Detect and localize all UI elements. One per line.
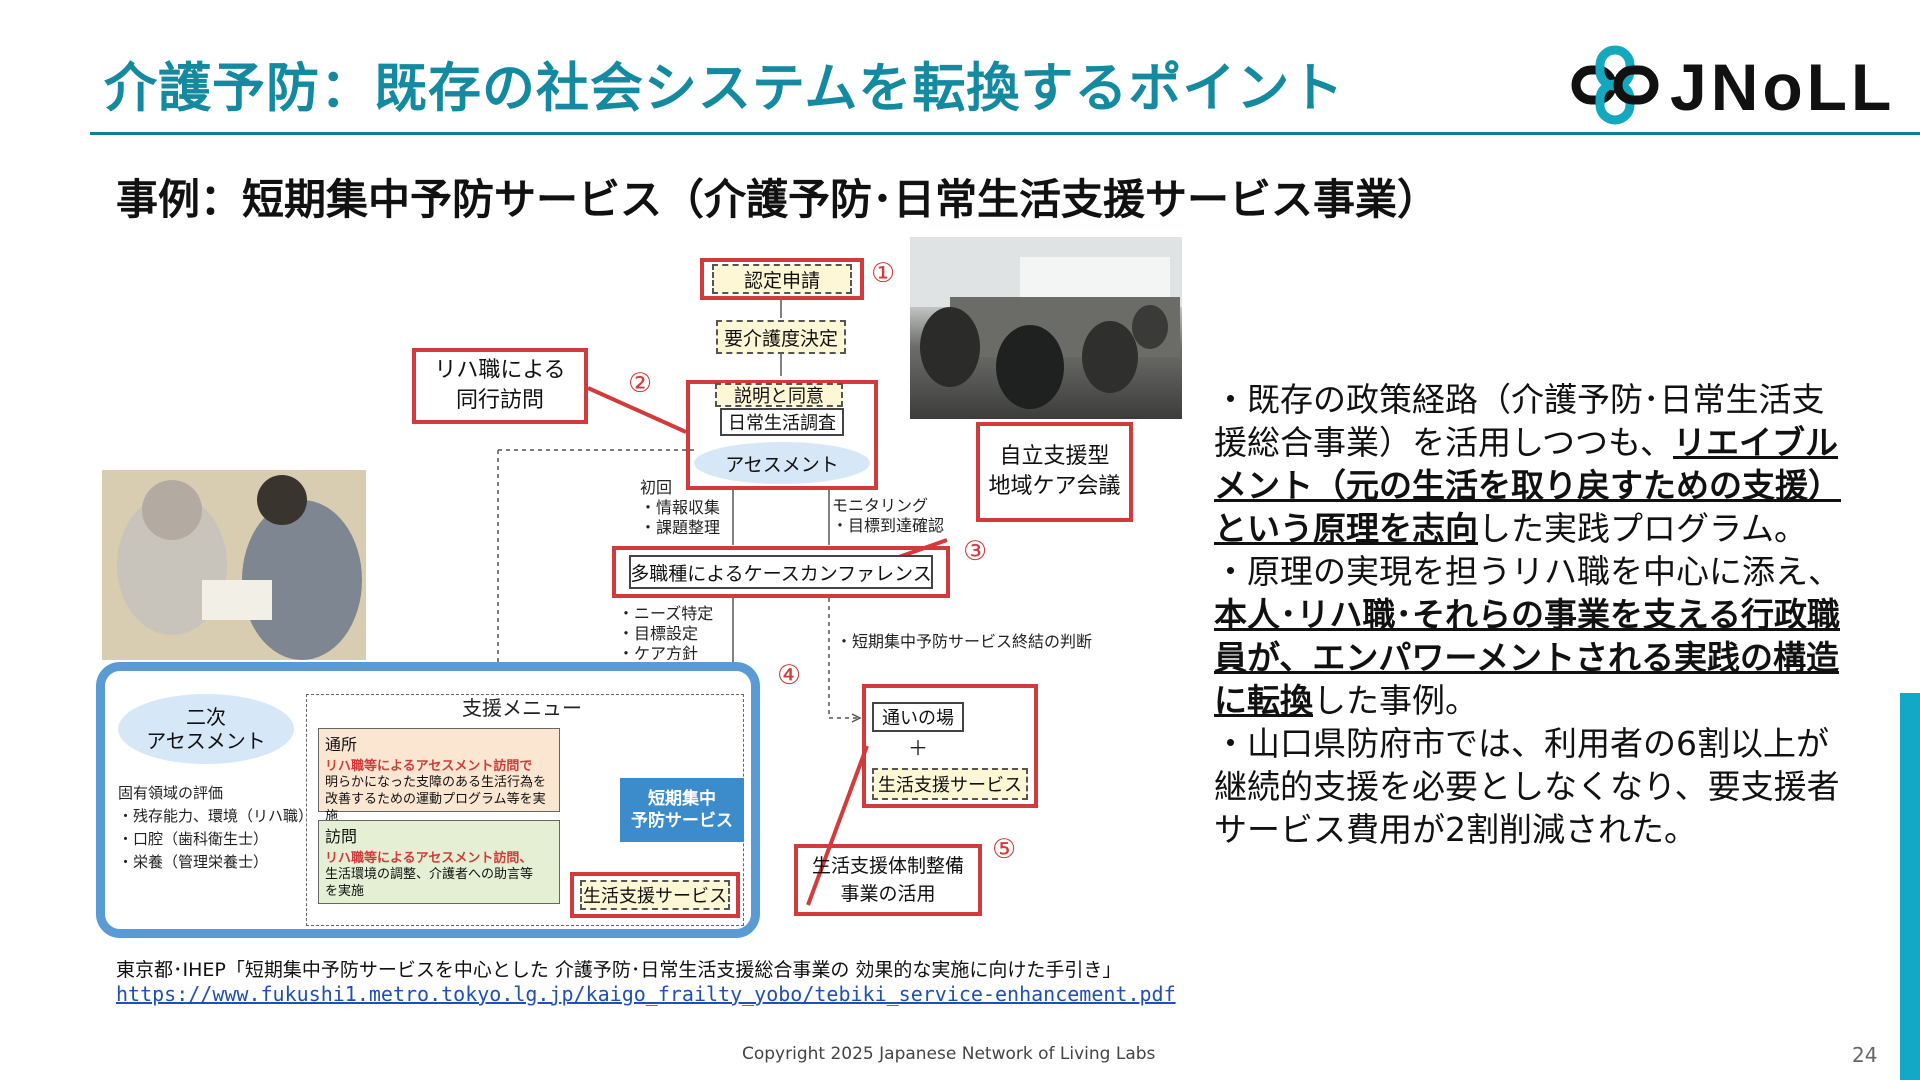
assessment-group (686, 380, 878, 490)
summary-paragraph-2: ・原理の実現を担うリハ職を中心に添え、本人･リハ職･それらの事業を支える行政職員… (1214, 552, 1841, 720)
initial-notes: 初回 ・情報収集 ・課題整理 (640, 478, 721, 537)
home-visit-highlight: リハ職等によるアセスメント訪問、 (325, 851, 533, 866)
day-service-title: 通所 (325, 735, 358, 754)
day-service-body: 明らかになった支障のある生活行為を 改善するための運動プログラム等を実施 (325, 775, 547, 824)
support-menu-label: 支援メニュー (462, 696, 582, 720)
meeting-photo (910, 237, 1182, 419)
life-support-label: 生活支援サービス (580, 880, 730, 910)
care-level-box: 要介護度決定 (716, 320, 846, 354)
summary-paragraph-1: ・既存の政策経路（介護予防･日常生活支援総合事業）を活用しつつも、リエイブルメン… (1214, 380, 1841, 548)
conference-box: 多職種によるケースカンファレンス (612, 546, 950, 598)
plus-sign: ＋ (908, 736, 928, 760)
system-use-box: 生活支援体制整備 事業の活用 (794, 844, 982, 916)
copyright: Copyright 2025 Japanese Network of Livin… (742, 1044, 1156, 1064)
explain-box: 説明と同意 (715, 383, 843, 407)
rehab-visit-box: リハ職による 同行訪問 (412, 348, 588, 424)
section-subtitle: 事例：短期集中予防サービス（介護予防･日常生活支援サービス事業） (116, 175, 1440, 224)
home-visit-title: 訪問 (325, 827, 358, 846)
home-visit-body: 生活環境の調整、介護者への助言等 を実施 (325, 867, 534, 899)
gathering-box: 通いの場 (872, 702, 964, 732)
step-number-2: ② (628, 368, 653, 399)
application-box: 認定申請 (700, 258, 864, 300)
monitoring-notes: モニタリング ・目標到達確認 (832, 496, 945, 535)
end-judgement-note: ・短期集中予防サービス終結の判断 (836, 632, 1093, 651)
rehab-photo (102, 470, 366, 660)
life-support-box: 生活支援サービス (570, 872, 740, 918)
chain-link-icon (1571, 45, 1659, 125)
citation-text: 東京都･IHEP「短期集中予防サービスを中心とした 介護予防･日常生活支援総合事… (116, 959, 1122, 981)
summary-text: ・既存の政策経路（介護予防･日常生活支援総合事業）を活用しつつも、リエイブルメン… (1214, 378, 1850, 851)
summary-paragraph-3: ・山口県防府市では、利用者の6割以上が継続的支援を必要としなくなり、要支援者サー… (1214, 724, 1840, 849)
logo-wordmark: JNoLL (1670, 50, 1895, 124)
short-term-service-box: 短期集中 予防サービス (620, 778, 744, 842)
step-number-3: ③ (963, 536, 988, 567)
day-service-box: 通所 リハ職等によるアセスメント訪問で 明らかになった支障のある生活行為を 改善… (318, 728, 560, 824)
conference-label: 多職種によるケースカンファレンス (629, 555, 933, 589)
meeting-photo-art (910, 237, 1182, 409)
jnoll-logo: JNoLL (1566, 44, 1920, 126)
citation-link[interactable]: https://www.fukushi1.metro.tokyo.lg.jp/k… (116, 982, 1176, 1006)
home-visit-box: 訪問 リハ職等によるアセスメント訪問、 生活環境の調整、介護者への助言等 を実施 (318, 820, 560, 904)
day-service-highlight: リハ職等によるアセスメント訪問で (325, 759, 533, 774)
application-label: 認定申請 (712, 264, 852, 294)
step-number-1: ① (871, 258, 896, 289)
accent-bar (1900, 693, 1920, 1080)
community-box (862, 684, 1038, 808)
secondary-assessment-ellipse: 二次 アセスメント (118, 694, 294, 764)
step-number-5: ⑤ (992, 834, 1017, 865)
title-divider (90, 132, 1920, 135)
page-title: 介護予防：既存の社会システムを転換するポイント (104, 58, 1345, 119)
assessment-ellipse: アセスメント (694, 442, 870, 484)
rehab-photo-art (102, 470, 366, 660)
step-number-4: ④ (777, 660, 802, 691)
daily-survey-box: 日常生活調査 (720, 408, 844, 436)
flow-diagram: 認定申請 ① 要介護度決定 説明と同意 日常生活調査 アセスメント ② リハ職に… (96, 237, 1182, 938)
specific-evaluation: 固有領域の評価 ・残存能力、環境（リハ職） ・口腔（歯科衛生士） ・栄養（管理栄… (118, 784, 314, 871)
regional-meeting-box: 自立支援型 地域ケア会議 (976, 422, 1133, 522)
page-number: 24 (1852, 1043, 1878, 1067)
needs-notes: ・ニーズ特定 ・目標設定 ・ケア方針 (618, 604, 714, 660)
life-support-2-box: 生活支援サービス (872, 768, 1028, 800)
